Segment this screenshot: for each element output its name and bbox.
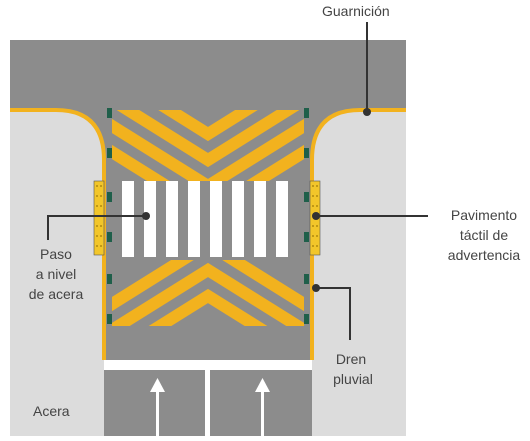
label-raised-3: de acera bbox=[29, 286, 84, 302]
label-tactile-1: Pavimento bbox=[451, 207, 517, 223]
curb-line-right bbox=[310, 108, 406, 360]
tactile-strip-left bbox=[93, 180, 105, 256]
label-raised-1: Paso bbox=[40, 246, 72, 262]
dot-curb bbox=[363, 108, 371, 116]
label-sidewalk: Acera bbox=[33, 403, 70, 419]
lane-arrow-left bbox=[150, 378, 165, 436]
label-drain-2: pluvial bbox=[333, 371, 373, 387]
stop-line bbox=[104, 360, 312, 370]
lane-divider bbox=[205, 370, 210, 436]
dot-tactile bbox=[312, 212, 320, 220]
label-tactile-2: táctil de bbox=[460, 227, 508, 243]
lane-left bbox=[104, 370, 205, 436]
storm-drains bbox=[107, 108, 309, 324]
leader-drain bbox=[316, 287, 351, 340]
hatch-bottom bbox=[112, 260, 304, 326]
lane-arrow-right bbox=[255, 378, 270, 436]
label-tactile-3: advertencia bbox=[448, 247, 521, 263]
dot-drain bbox=[312, 284, 320, 292]
crosswalk-stripes bbox=[122, 181, 288, 257]
label-drain-1: Dren bbox=[336, 351, 366, 367]
curb-line-left bbox=[10, 108, 106, 360]
label-curb: Guarnición bbox=[322, 3, 390, 19]
hatch-top bbox=[112, 110, 304, 182]
leader-raised bbox=[47, 215, 146, 240]
label-raised-2: a nivel bbox=[36, 266, 76, 282]
crosswalk-area bbox=[112, 181, 304, 257]
dot-raised bbox=[142, 212, 150, 220]
